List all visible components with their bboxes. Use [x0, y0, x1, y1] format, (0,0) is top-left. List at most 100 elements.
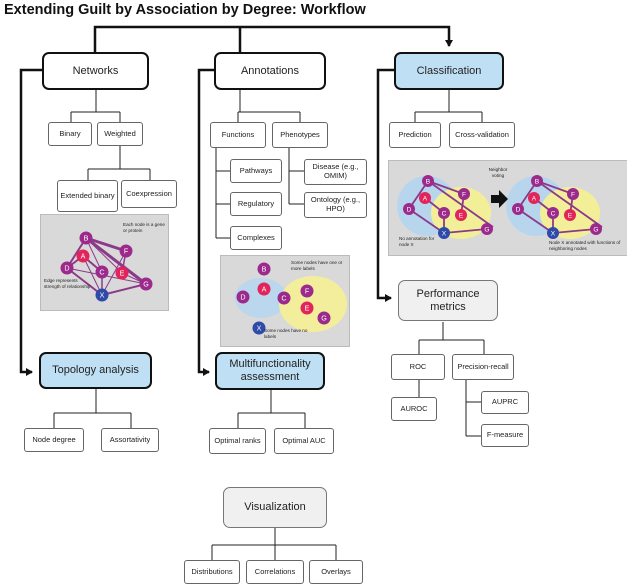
node-degree-box[interactable]: Node degree — [24, 428, 84, 452]
svg-text:E: E — [459, 212, 464, 219]
graph-edge — [536, 180, 603, 228]
graph-node-a: A — [528, 192, 540, 204]
prediction-box[interactable]: Prediction — [389, 122, 441, 148]
graph-node-b: B — [422, 175, 434, 187]
optimal-ranks-box[interactable]: Optimal ranks — [209, 428, 266, 454]
performance-metrics-label: Performance metrics — [416, 287, 480, 313]
diagram-title: Extending Guilt by Association by Degree… — [4, 2, 366, 18]
roc-box[interactable]: ROC — [391, 354, 445, 380]
binary-box[interactable]: Binary — [48, 122, 92, 146]
prediction-label: Prediction — [398, 129, 432, 139]
svg-text:X: X — [257, 325, 262, 333]
binary-label: Binary — [59, 128, 81, 138]
auroc-label: AUROC — [400, 403, 428, 413]
graph-node-e: E — [300, 301, 314, 315]
optimal-auc-box[interactable]: Optimal AUC — [274, 428, 334, 454]
extended-binary-box[interactable]: Extended binary — [57, 180, 118, 212]
svg-text:F: F — [571, 191, 575, 198]
svg-text:X: X — [100, 292, 105, 300]
correlations-box[interactable]: Correlations — [246, 560, 304, 584]
svg-text:F: F — [124, 248, 129, 256]
f-measure-label: F-measure — [486, 430, 524, 440]
panel-labels-note: Some nodes have one or more labels — [291, 260, 343, 271]
ontology-label: Ontology (e.g., HPO) — [310, 195, 361, 213]
graph-node-x: X — [438, 227, 450, 239]
phenotypes-label: Phenotypes — [280, 129, 320, 139]
graph-node-g: G — [481, 223, 493, 235]
roc-label: ROC — [409, 361, 427, 371]
svg-text:E: E — [305, 305, 310, 313]
multifunctionality-box[interactable]: Multifunctionality assessment — [215, 352, 325, 390]
auprc-label: AUPRC — [491, 397, 519, 407]
auprc-box[interactable]: AUPRC — [481, 391, 529, 414]
arrow-right-icon — [491, 190, 508, 208]
classification-box[interactable]: Classification — [394, 52, 504, 90]
coexpression-box[interactable]: Coexpression — [121, 180, 177, 208]
optimal-auc-label: Optimal AUC — [282, 435, 326, 445]
svg-text:B: B — [84, 235, 89, 243]
auroc-box[interactable]: AUROC — [391, 397, 437, 421]
disease-box[interactable]: Disease (e.g., OMIM) — [304, 159, 367, 185]
graph-node-e: E — [564, 209, 576, 221]
weighted-label: Weighted — [104, 128, 136, 138]
panel-edge-note: Edge represents strength of relationship — [44, 278, 91, 289]
graph-node-x: X — [252, 321, 266, 335]
panel-gene-note: Each node is a gene or protein — [123, 222, 165, 233]
topology-analysis-label: Topology analysis — [52, 364, 139, 377]
regulatory-box[interactable]: Regulatory — [230, 192, 282, 216]
cross-validation-box[interactable]: Cross-validation — [449, 122, 515, 148]
graph-edge — [427, 180, 494, 228]
precision-recall-label: Precision-recall — [457, 361, 509, 371]
phenotypes-box[interactable]: Phenotypes — [272, 122, 328, 148]
visualization-box[interactable]: Visualization — [223, 487, 327, 528]
graph-edge — [517, 208, 554, 234]
visualization-label: Visualization — [244, 501, 306, 514]
overlays-box[interactable]: Overlays — [309, 560, 363, 584]
extended-binary-label: Extended binary — [60, 190, 115, 200]
graph-node-a: A — [76, 249, 90, 263]
graph-node-d: D — [512, 203, 524, 215]
pathways-box[interactable]: Pathways — [230, 159, 282, 183]
networks-box[interactable]: Networks — [42, 52, 149, 90]
distributions-box[interactable]: Distributions — [184, 560, 240, 584]
svg-text:D: D — [64, 265, 69, 273]
graph-node-c: C — [95, 265, 109, 279]
annotations-label: Annotations — [240, 64, 300, 77]
graph-node-b: B — [531, 175, 543, 187]
graph-node-e: E — [455, 209, 467, 221]
svg-text:B: B — [426, 178, 431, 185]
no-annotation-note: No annotation for node X — [399, 236, 435, 247]
networks-label: Networks — [72, 64, 119, 77]
ontology-box[interactable]: Ontology (e.g., HPO) — [304, 192, 367, 218]
functions-box[interactable]: Functions — [210, 122, 266, 148]
graph-node-e: E — [115, 266, 129, 280]
graph-node-c: C — [277, 291, 291, 305]
svg-text:E: E — [568, 212, 573, 219]
graph-edge — [427, 180, 465, 195]
graph-node-x: X — [547, 227, 559, 239]
svg-text:X: X — [442, 230, 447, 237]
svg-text:B: B — [262, 266, 267, 274]
svg-text:C: C — [442, 210, 447, 217]
assortativity-box[interactable]: Assortativity — [101, 428, 159, 452]
complexes-box[interactable]: Complexes — [230, 226, 282, 250]
functions-label: Functions — [221, 129, 255, 139]
graph-node-f: F — [300, 284, 314, 298]
multifunctionality-label: Multifunctionality assessment — [229, 358, 311, 383]
annotations-box[interactable]: Annotations — [214, 52, 326, 90]
topology-analysis-box[interactable]: Topology analysis — [39, 352, 152, 389]
weighted-box[interactable]: Weighted — [97, 122, 143, 146]
graph-node-d: D — [60, 261, 74, 275]
cross-validation-label: Cross-validation — [455, 129, 509, 139]
graph-node-x: X — [95, 288, 109, 302]
f-measure-box[interactable]: F-measure — [481, 424, 529, 447]
precision-recall-box[interactable]: Precision-recall — [452, 354, 514, 380]
svg-text:D: D — [516, 206, 521, 213]
performance-metrics-box[interactable]: Performance metrics — [398, 280, 498, 321]
svg-text:C: C — [99, 269, 104, 277]
pathways-label: Pathways — [239, 165, 273, 175]
graph-node-g: G — [317, 311, 331, 325]
neighbor-voting-label: Neighbor voting — [488, 167, 508, 178]
